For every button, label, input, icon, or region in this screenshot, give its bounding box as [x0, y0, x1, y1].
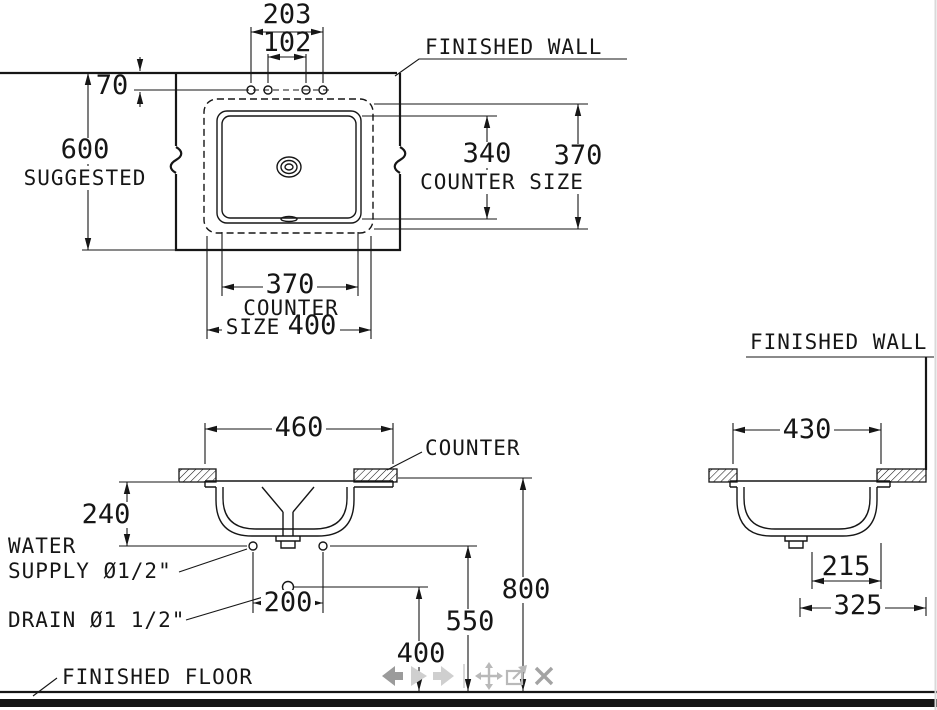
fullscreen-icon[interactable] [505, 665, 527, 686]
plan-suggested-label: SUGGESTED [24, 166, 147, 190]
plan-faucet-hole-3 [301, 85, 311, 95]
plan-bowl-outer [216, 110, 362, 224]
front-extension-lines [119, 423, 532, 613]
plan-sink-rim-dashed [203, 98, 374, 234]
side-sink-section [729, 480, 891, 549]
side-view [708, 356, 934, 617]
viewer-toolbar [382, 662, 554, 690]
side-counter-right [876, 468, 927, 483]
previous-icon[interactable] [382, 666, 403, 686]
plan-labels: 203 102 70 600 SUGGESTED FINISHED WALL 3… [24, 0, 603, 341]
close-icon[interactable] [534, 666, 554, 686]
front-drain-label: DRAIN Ø1 1/2" [8, 608, 185, 632]
plan-dim-600-label: 600 [61, 134, 110, 165]
plan-extension-lines [82, 27, 588, 339]
front-leader-lines [32, 451, 423, 697]
front-water-supply-right [318, 541, 328, 551]
side-dim-325-label: 325 [834, 590, 883, 621]
plan-wall-leader [394, 58, 627, 77]
front-dim-460-label: 460 [275, 412, 324, 443]
front-dim-240-label: 240 [82, 499, 131, 530]
plan-size-bottom-label: SIZE [226, 315, 281, 339]
move-icon[interactable] [475, 662, 503, 690]
front-water-supply-left [248, 541, 258, 551]
plan-dim-203-label: 203 [263, 0, 312, 30]
plan-drain-ring-inner [284, 163, 294, 171]
plan-dim-70-label: 70 [96, 70, 129, 101]
plan-overflow [280, 215, 298, 223]
front-counter-right [353, 468, 398, 483]
front-water-label-line2: SUPPLY Ø1/2" [8, 559, 172, 583]
floor-band [0, 699, 937, 707]
front-dim-800-label: 800 [502, 574, 551, 605]
side-finished-wall-label: FINISHED WALL [750, 330, 927, 354]
plan-counter-bottom-label: COUNTER [243, 296, 339, 320]
front-finished-floor-label: FINISHED FLOOR [62, 665, 253, 689]
front-dim-400-label: 400 [397, 638, 446, 669]
front-water-label-line1: WATER [8, 534, 76, 558]
front-counter-left [178, 468, 217, 483]
front-counter-label: COUNTER [425, 436, 521, 460]
side-labels: FINISHED WALL 430 215 325 [750, 330, 927, 621]
side-counter-left [708, 468, 738, 483]
plan-dim-370-bottom-label: 370 [266, 269, 315, 300]
text-masks [18, 138, 885, 667]
plan-dim-370-right-label: 370 [554, 140, 603, 171]
plan-drain-ring-outer [276, 156, 302, 178]
plan-dim-400-label: 400 [288, 310, 337, 341]
plan-dim-340-label: 340 [463, 138, 512, 169]
plan-dim-102-label: 102 [263, 27, 312, 58]
front-dim-200-label: 200 [264, 587, 313, 618]
side-dim-430-label: 430 [783, 414, 832, 445]
front-sink-section [204, 480, 394, 549]
front-labels: 460 COUNTER 240 WATER SUPPLY Ø1/2" DRAIN… [8, 412, 550, 689]
plan-finished-wall-label: FINISHED WALL [425, 35, 602, 59]
plan-counter-size-right-label: COUNTER SIZE [420, 170, 584, 194]
front-dim-550-label: 550 [446, 606, 495, 637]
plan-bowl-inner [221, 115, 357, 219]
plan-break-marks [169, 146, 407, 174]
side-extension-lines [732, 423, 927, 617]
next-icon[interactable] [433, 666, 454, 686]
side-dim-215-label: 215 [822, 551, 871, 582]
play-icon[interactable] [411, 666, 427, 686]
plan-drain-ring-mid [280, 159, 298, 175]
